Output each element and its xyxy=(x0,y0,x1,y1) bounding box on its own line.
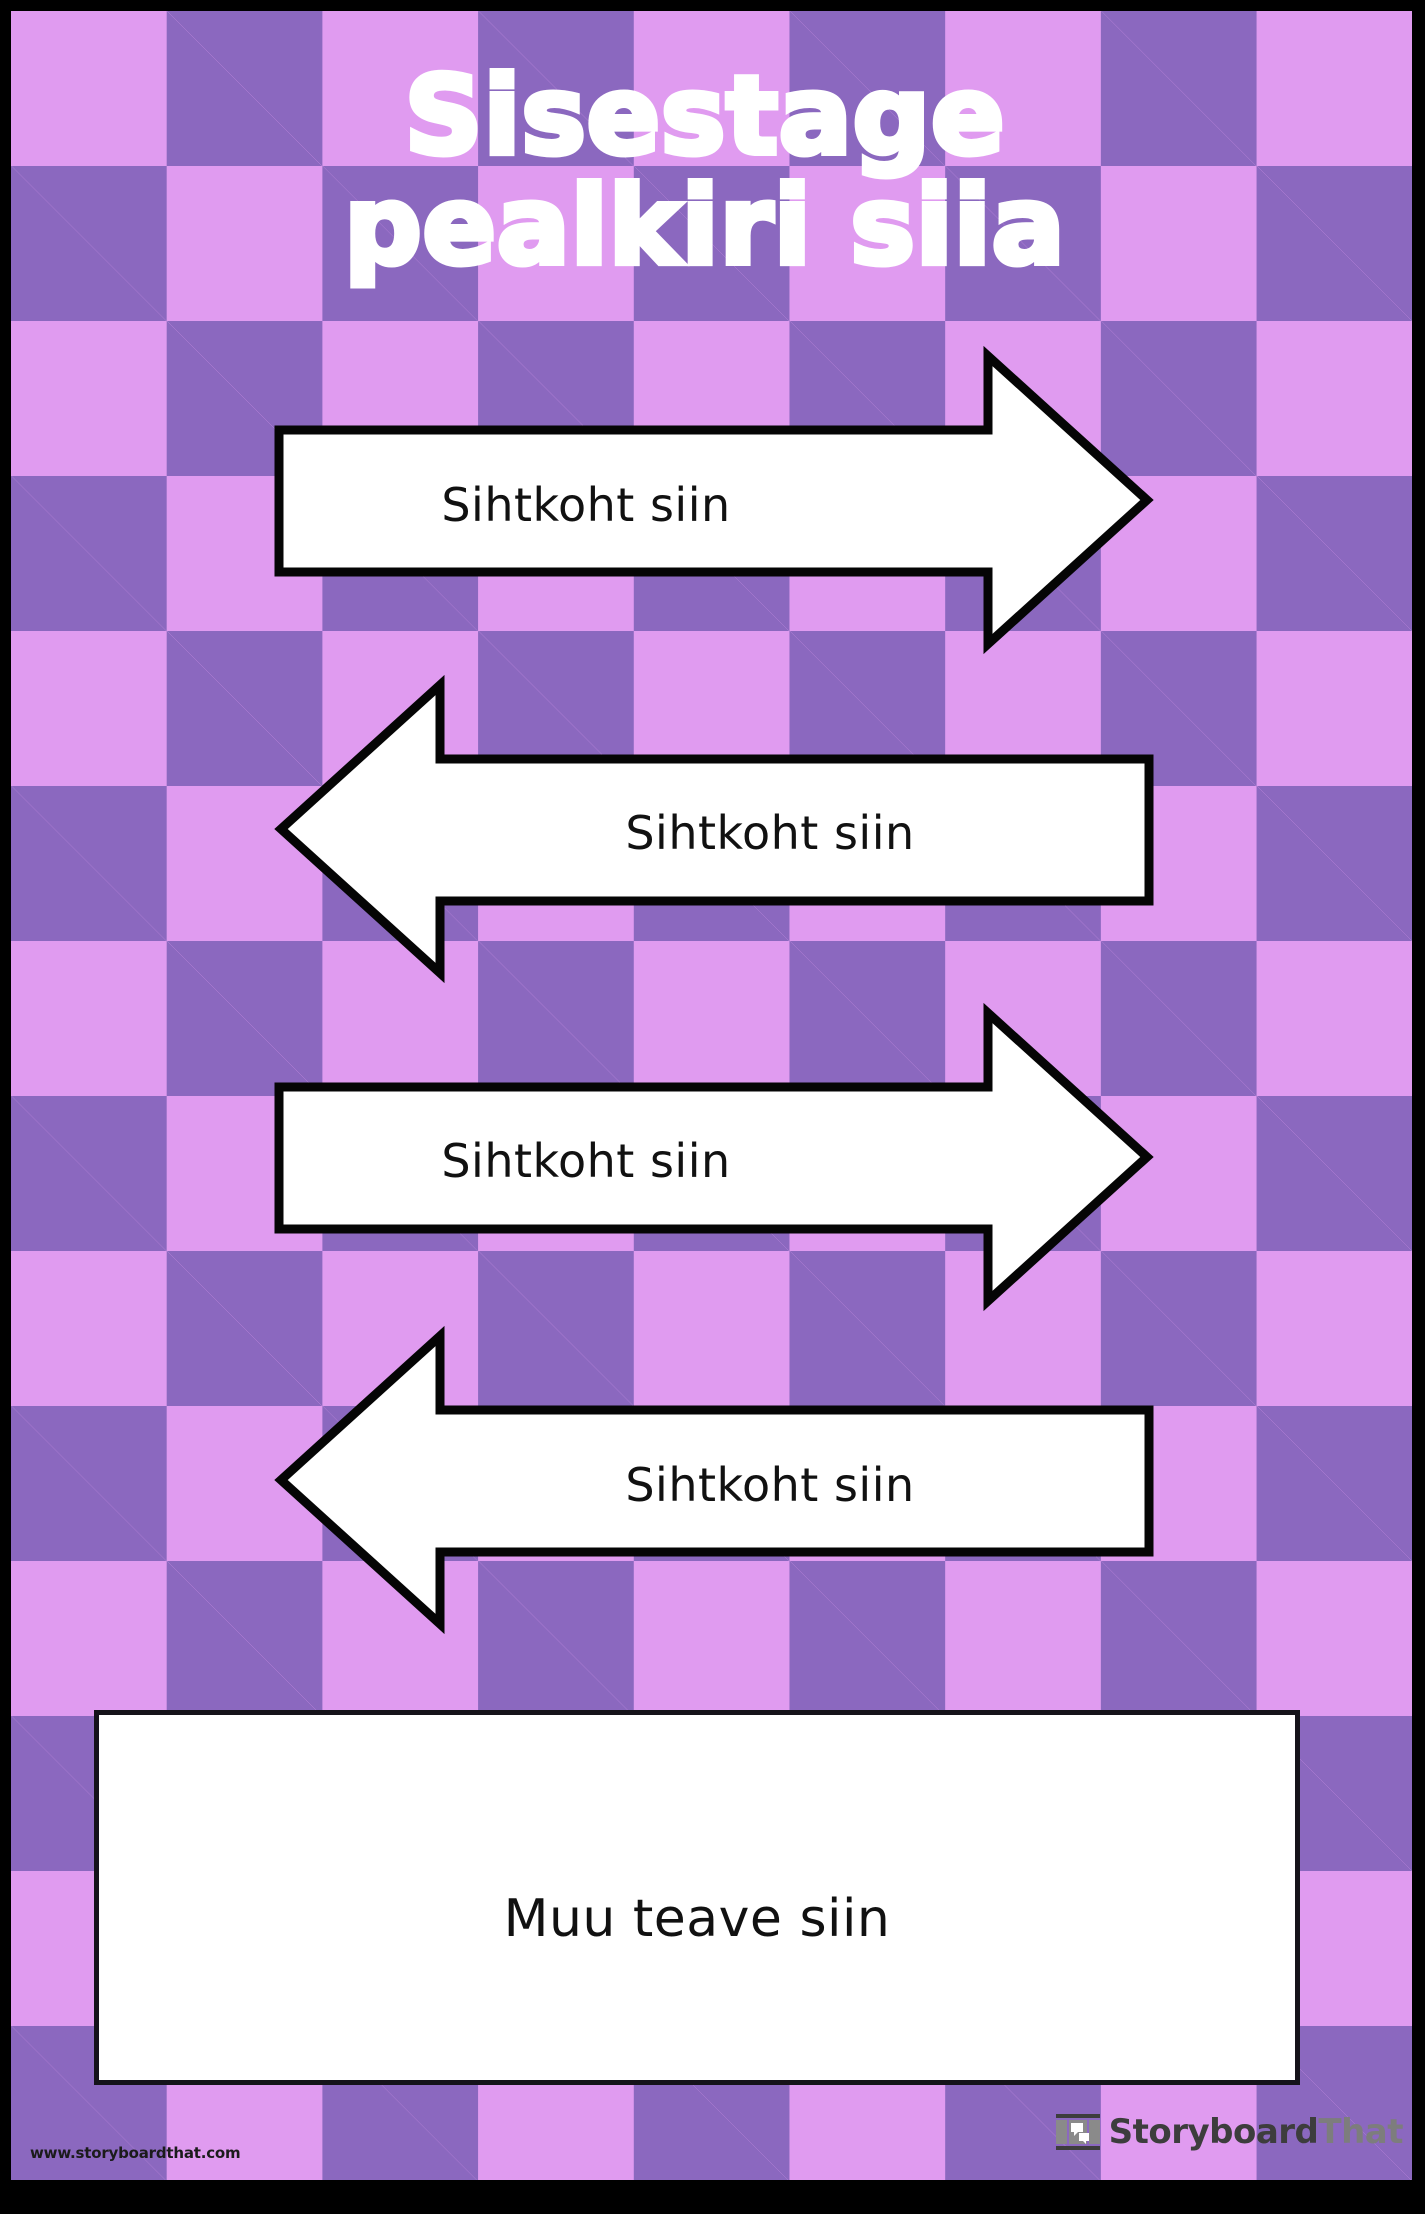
arrow-right-icon xyxy=(274,345,1154,655)
brand-wordmark: StoryboardThat xyxy=(1108,2112,1404,2152)
brand-word-that: That xyxy=(1318,2112,1403,2152)
arrow-left-icon xyxy=(274,674,1154,984)
arrow-label-3: Sihtkoht siin xyxy=(441,1134,731,1188)
page-title: Sisestage pealkiri siia xyxy=(341,54,1067,290)
arrow-label-1: Sihtkoht siin xyxy=(441,478,731,532)
brand-word-storyboard: Storyboard xyxy=(1108,2112,1319,2152)
arrow-shape-4[interactable] xyxy=(274,1325,1154,1635)
arrow-label-2: Sihtkoht siin xyxy=(625,806,915,860)
arrow-shape-1[interactable] xyxy=(274,345,1154,655)
storyboard-panels-icon xyxy=(1055,2114,1100,2150)
arrow-label-4: Sihtkoht siin xyxy=(625,1458,915,1512)
other-information-box[interactable]: Muu teave siin xyxy=(94,1710,1300,2085)
storyboardthat-logo[interactable]: StoryboardThat xyxy=(1055,2104,1403,2160)
site-url-text: www.storyboardthat.com xyxy=(30,2144,241,2162)
arrow-shape-2[interactable] xyxy=(274,674,1154,984)
arrow-left-icon xyxy=(274,1325,1154,1635)
arrow-shape-3[interactable] xyxy=(274,1002,1154,1312)
arrow-right-icon xyxy=(274,1002,1154,1312)
other-information-label: Muu teave siin xyxy=(503,1889,891,1949)
